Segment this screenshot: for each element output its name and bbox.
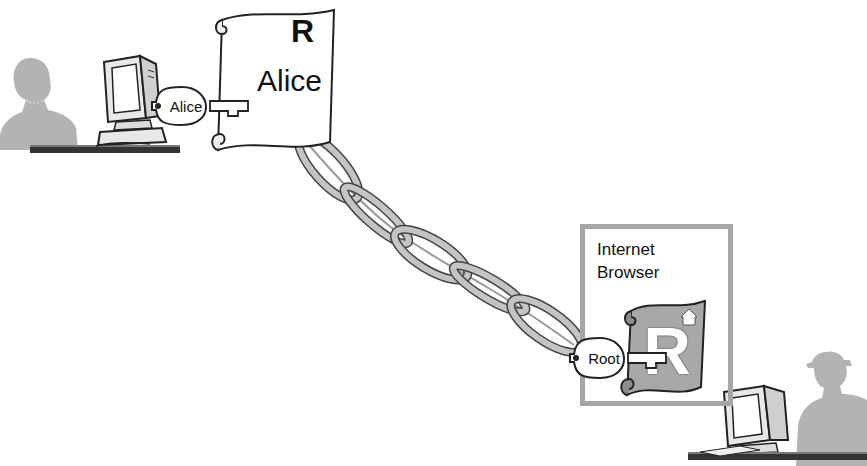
scroll-curl — [216, 20, 227, 34]
browser-label: Internet Browser — [597, 240, 659, 282]
chain-link — [338, 180, 414, 250]
scroll-body — [627, 301, 705, 395]
browser-box: Internet BrowserRoot R — [580, 224, 733, 406]
certificate-letter: R — [643, 318, 691, 384]
certificate-name: Root — [588, 350, 620, 367]
key-bow — [152, 87, 206, 125]
key-hole — [155, 103, 161, 109]
scroll-curl — [625, 311, 636, 325]
chain-link — [448, 259, 530, 319]
woman-silhouette — [0, 58, 78, 150]
scroll-body — [218, 10, 334, 150]
certificate-letter: R — [291, 14, 314, 49]
key-hole — [573, 355, 579, 361]
alice-computer — [30, 56, 180, 153]
root-certificate-scroll: R — [621, 295, 707, 401]
key-alice: Alice — [150, 86, 214, 126]
man-silhouette — [796, 351, 867, 466]
key-bow — [570, 338, 624, 378]
chain-connector — [289, 126, 589, 362]
key-root: Root — [568, 337, 632, 379]
certificate-scroll: R Alice — [212, 4, 336, 156]
scroll-curl — [212, 134, 224, 150]
certificate-name: Alice — [170, 98, 203, 115]
man-computer — [688, 386, 867, 460]
scroll-curl — [621, 379, 633, 395]
certificate-name: Alice — [257, 63, 322, 99]
